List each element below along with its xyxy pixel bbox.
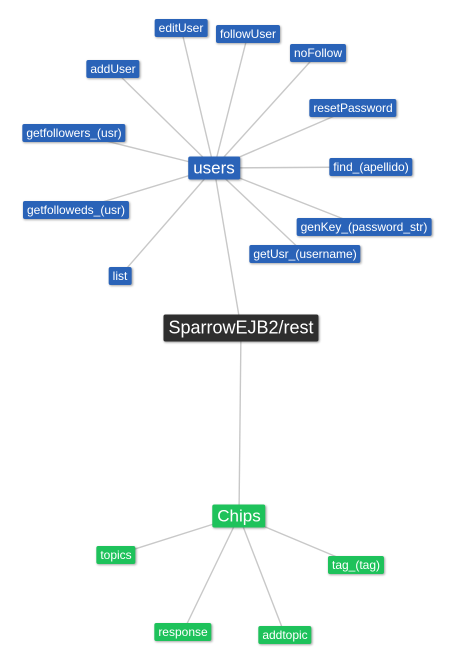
edge-chips-c3 xyxy=(238,515,286,636)
edituser-node[interactable]: editUser xyxy=(154,19,208,37)
tag-node[interactable]: tag_(tag) xyxy=(327,556,385,574)
users-hub-node[interactable]: users xyxy=(188,156,240,180)
edge-root-chips xyxy=(238,327,242,517)
list-node[interactable]: list xyxy=(108,267,132,285)
response-node[interactable]: response xyxy=(154,623,212,641)
edge-chips-c2 xyxy=(182,515,240,633)
edge-users-u2 xyxy=(213,52,319,169)
genkey-node[interactable]: genKey_(password_str) xyxy=(296,218,432,236)
root-node[interactable]: SparrowEJB2/rest xyxy=(163,314,319,342)
edge-users-u3 xyxy=(112,68,215,169)
followuser-node[interactable]: followUser xyxy=(215,25,281,43)
edge-users-u1 xyxy=(213,33,249,169)
getfollowers-node[interactable]: getfollowers_(usr) xyxy=(22,124,126,142)
getfolloweds-node[interactable]: getfolloweds_(usr) xyxy=(22,201,130,219)
edge-root-users xyxy=(213,167,242,329)
adduser-node[interactable]: addUser xyxy=(86,60,140,78)
getusr-node[interactable]: getUsr_(username) xyxy=(249,245,361,263)
chips-hub-node[interactable]: Chips xyxy=(212,504,266,528)
edge-users-u0 xyxy=(180,27,215,169)
topics-node[interactable]: topics xyxy=(96,546,136,564)
find-apellido-node[interactable]: find_(apellido) xyxy=(329,158,413,176)
addtopic-node[interactable]: addtopic xyxy=(258,626,312,644)
edge-users-u10 xyxy=(119,167,215,277)
edge-users-u9 xyxy=(213,167,306,255)
resetpassword-node[interactable]: resetPassword xyxy=(309,99,397,117)
nofollow-node[interactable]: noFollow xyxy=(289,44,347,62)
